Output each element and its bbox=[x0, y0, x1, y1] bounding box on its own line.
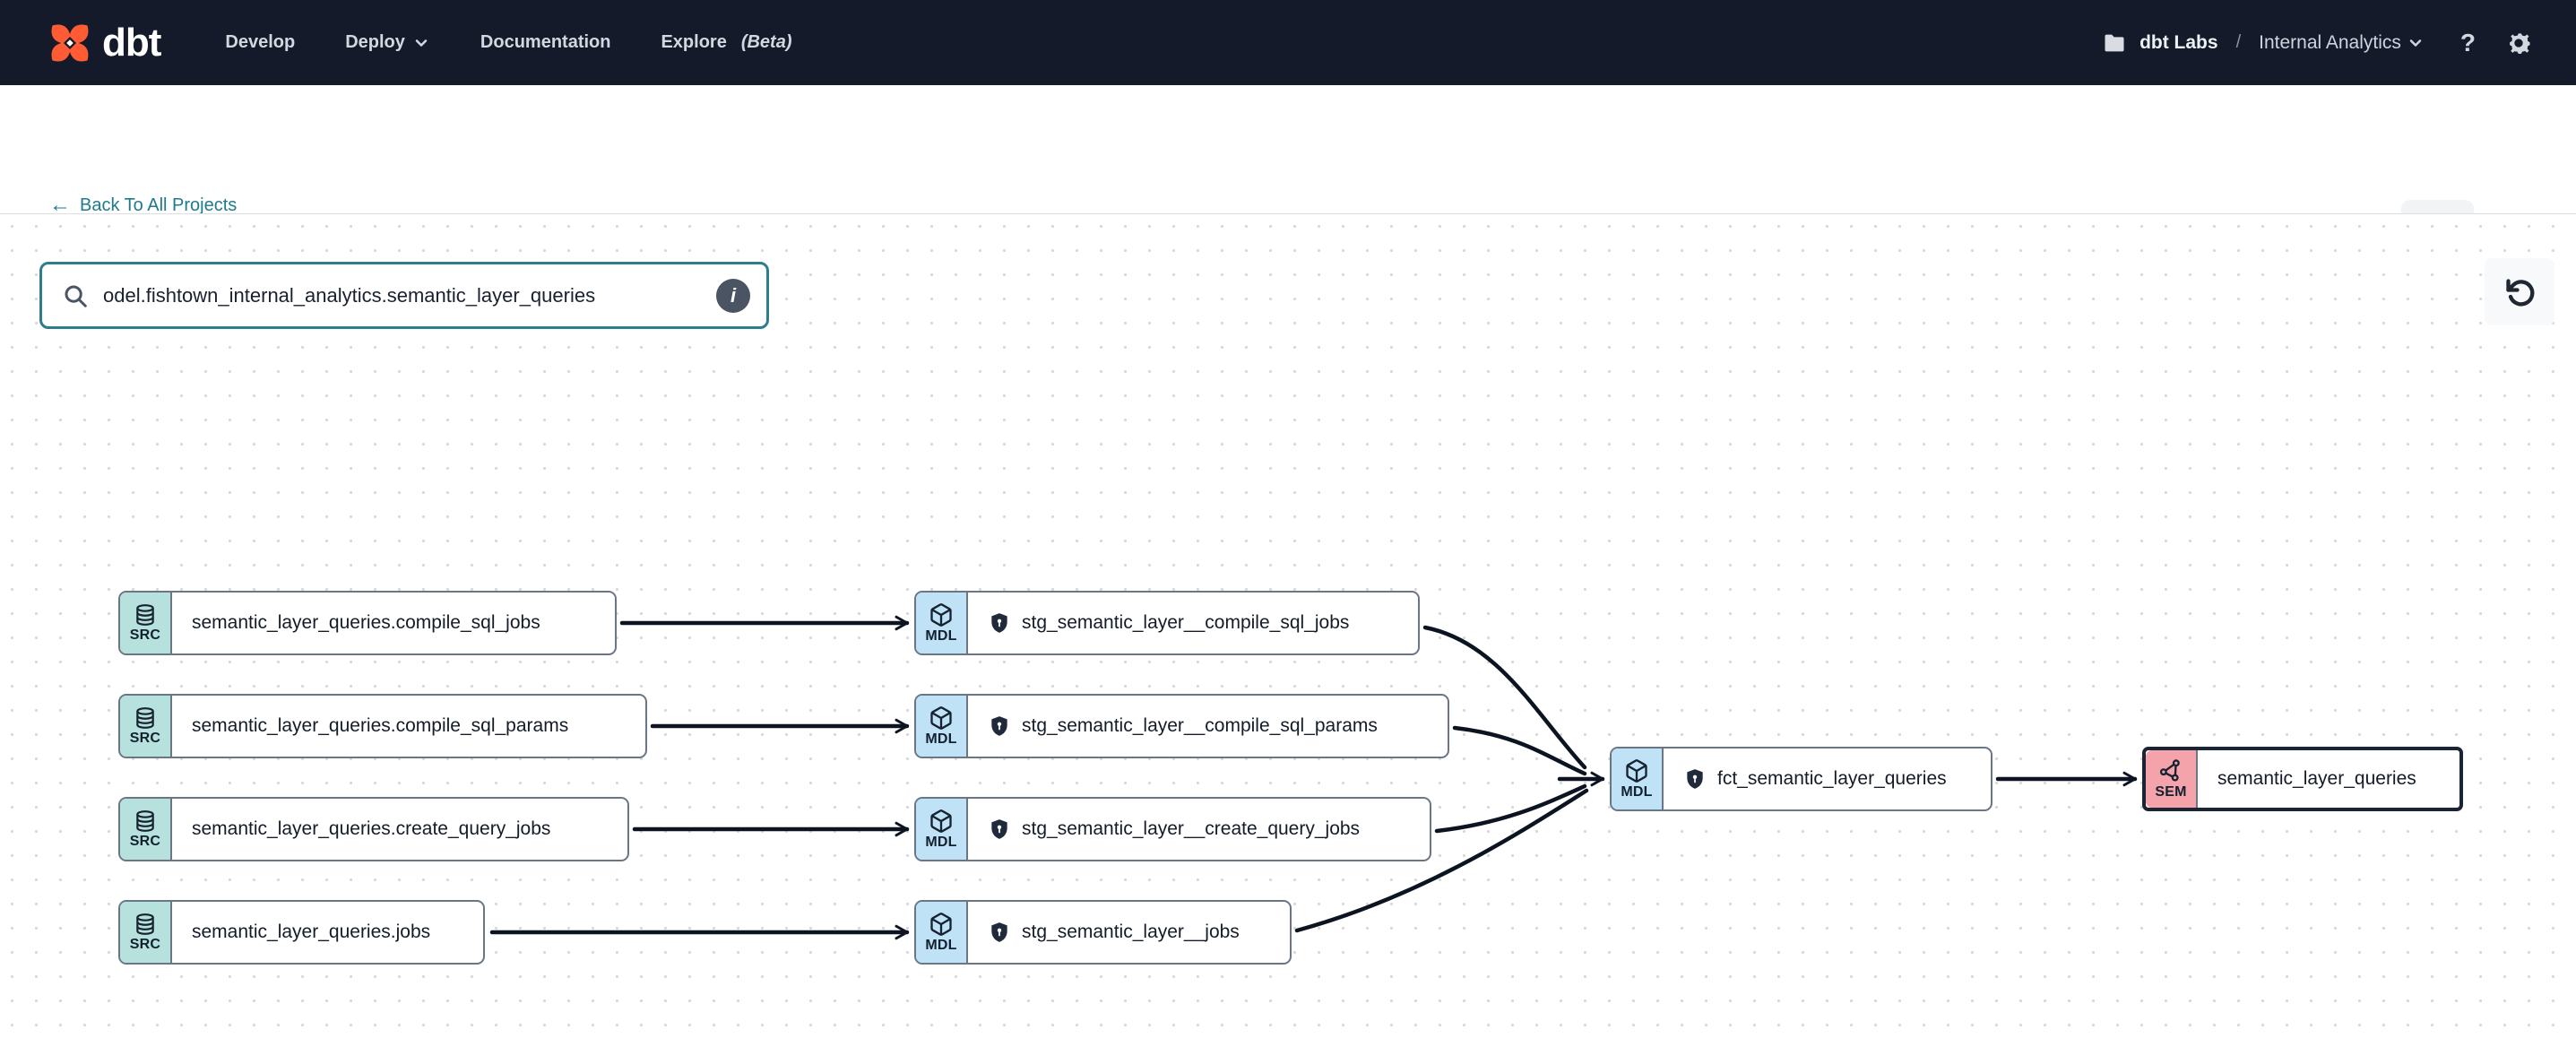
breadcrumb-separator: / bbox=[2235, 32, 2242, 52]
database-icon bbox=[133, 913, 158, 936]
node-model[interactable]: MDL stg_semantic_layer__create_query_job… bbox=[914, 797, 1431, 861]
node-label: semantic_layer_queries.compile_sql_jobs bbox=[192, 612, 540, 633]
shield-lock-icon bbox=[988, 921, 1011, 944]
project-switcher[interactable]: Internal Analytics bbox=[2259, 32, 2425, 54]
node-label: stg_semantic_layer__compile_sql_params bbox=[968, 696, 1397, 757]
search-icon bbox=[62, 282, 89, 309]
dbt-logo-text: dbt bbox=[102, 20, 161, 65]
node-source[interactable]: SRC semantic_layer_queries.compile_sql_j… bbox=[118, 591, 617, 655]
mdl-badge: MDL bbox=[1612, 748, 1664, 809]
navbar-right: dbt Labs / Internal Analytics ? bbox=[2102, 29, 2533, 57]
cube-icon bbox=[929, 809, 954, 834]
semantic-triangle-icon bbox=[2158, 758, 2183, 783]
help-button[interactable]: ? bbox=[2459, 28, 2476, 56]
mdl-badge: MDL bbox=[916, 696, 968, 757]
node-label: semantic_layer_queries.jobs bbox=[192, 922, 431, 942]
node-model[interactable]: MDL stg_semantic_layer__jobs bbox=[914, 900, 1292, 965]
mdl-badge: MDL bbox=[916, 593, 968, 653]
node-label: stg_semantic_layer__jobs bbox=[968, 902, 1259, 963]
node-label: stg_semantic_layer__compile_sql_jobs bbox=[968, 593, 1369, 653]
beta-tag: (Beta) bbox=[740, 32, 792, 52]
node-semantic-model[interactable]: SEM semantic_layer_queries bbox=[2142, 747, 2463, 811]
src-badge: SRC bbox=[120, 593, 172, 653]
shield-lock-icon bbox=[988, 611, 1011, 635]
nav-item-explore[interactable]: Explore (Beta) bbox=[661, 32, 792, 52]
cube-icon bbox=[929, 602, 954, 627]
node-label: semantic_layer_queries.create_query_jobs bbox=[192, 818, 551, 839]
lineage-search-box: odel.fishtown_internal_analytics.semanti… bbox=[39, 262, 769, 329]
search-input[interactable]: odel.fishtown_internal_analytics.semanti… bbox=[103, 283, 596, 307]
shield-lock-icon bbox=[988, 818, 1011, 841]
node-label: semantic_layer_queries.compile_sql_param… bbox=[192, 715, 569, 736]
node-source[interactable]: SRC semantic_layer_queries.create_query_… bbox=[118, 797, 629, 861]
back-to-projects-link[interactable]: ← Back To All Projects bbox=[49, 193, 238, 217]
folder-icon bbox=[2102, 30, 2127, 56]
shield-lock-icon bbox=[1683, 767, 1707, 791]
reset-view-button[interactable] bbox=[2485, 258, 2554, 325]
node-source[interactable]: SRC semantic_layer_queries.compile_sql_p… bbox=[118, 694, 647, 758]
src-badge: SRC bbox=[120, 799, 172, 860]
back-arrow-icon: ← bbox=[49, 193, 71, 217]
database-icon bbox=[133, 603, 158, 627]
chevron-down-icon bbox=[412, 34, 430, 52]
cube-icon bbox=[1624, 758, 1649, 783]
src-badge: SRC bbox=[120, 696, 172, 757]
node-model[interactable]: MDL stg_semantic_layer__compile_sql_jobs bbox=[914, 591, 1420, 655]
database-icon bbox=[133, 706, 158, 730]
node-label: semantic_layer_queries bbox=[2217, 768, 2416, 789]
info-icon[interactable]: i bbox=[716, 278, 750, 313]
nav-items: Develop Deploy Documentation Explore (Be… bbox=[225, 32, 791, 53]
sem-badge: SEM bbox=[2146, 750, 2198, 808]
shield-lock-icon bbox=[988, 714, 1011, 738]
node-model[interactable]: MDL stg_semantic_layer__compile_sql_para… bbox=[914, 694, 1449, 758]
nav-item-documentation[interactable]: Documentation bbox=[480, 32, 611, 52]
dbt-logo-icon bbox=[47, 20, 93, 66]
page-header: ← Back To All Projects Internal Analytic… bbox=[0, 85, 2576, 270]
mdl-badge: MDL bbox=[916, 799, 968, 860]
reset-view-icon bbox=[2502, 274, 2537, 310]
database-icon bbox=[133, 809, 158, 833]
settings-gear-icon[interactable] bbox=[2504, 29, 2533, 57]
node-label: fct_semantic_layer_queries bbox=[1664, 748, 1967, 809]
node-label: stg_semantic_layer__create_query_jobs bbox=[968, 799, 1379, 860]
cube-icon bbox=[929, 912, 954, 937]
node-fact-model[interactable]: MDL fct_semantic_layer_queries bbox=[1610, 747, 1993, 811]
account-name[interactable]: dbt Labs bbox=[2139, 31, 2218, 53]
node-source[interactable]: SRC semantic_layer_queries.jobs bbox=[118, 900, 485, 965]
dbt-logo[interactable]: dbt bbox=[47, 20, 161, 66]
src-badge: SRC bbox=[120, 902, 172, 963]
top-navbar: dbt Develop Deploy Documentation Explore… bbox=[0, 0, 2576, 85]
mdl-badge: MDL bbox=[916, 902, 968, 963]
nav-item-develop[interactable]: Develop bbox=[225, 32, 296, 52]
cube-icon bbox=[929, 705, 954, 731]
nav-item-deploy[interactable]: Deploy bbox=[345, 32, 430, 53]
chevron-down-icon bbox=[2407, 34, 2425, 52]
